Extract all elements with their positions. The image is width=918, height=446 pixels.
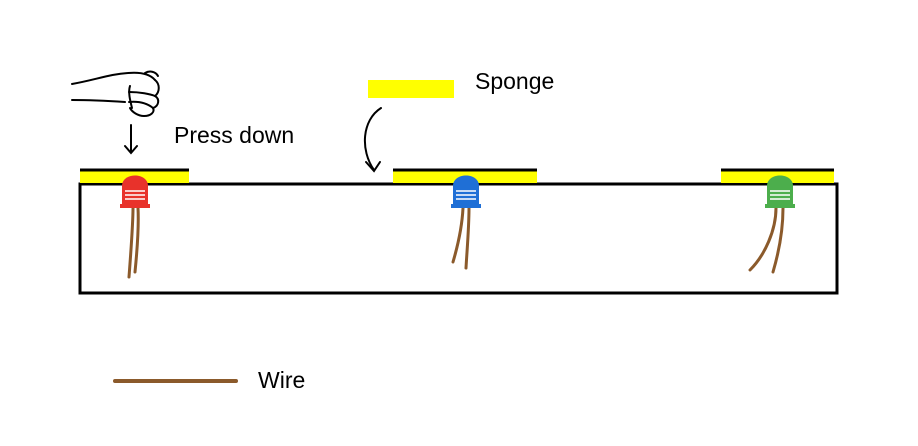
sponge-legend-swatch <box>368 80 454 98</box>
wire-1 <box>127 206 140 279</box>
pressing-hand-icon <box>71 70 160 117</box>
wire-3 <box>748 206 785 274</box>
sponge-label: Sponge <box>475 68 555 94</box>
wire-2 <box>451 206 471 270</box>
button-blue <box>451 175 481 208</box>
press-down-label: Press down <box>174 122 295 148</box>
down-arrow-icon <box>124 124 138 155</box>
button-red <box>120 175 150 208</box>
button-green <box>765 175 795 208</box>
curved-arrow-icon <box>363 107 382 173</box>
wire-label: Wire <box>258 367 306 393</box>
